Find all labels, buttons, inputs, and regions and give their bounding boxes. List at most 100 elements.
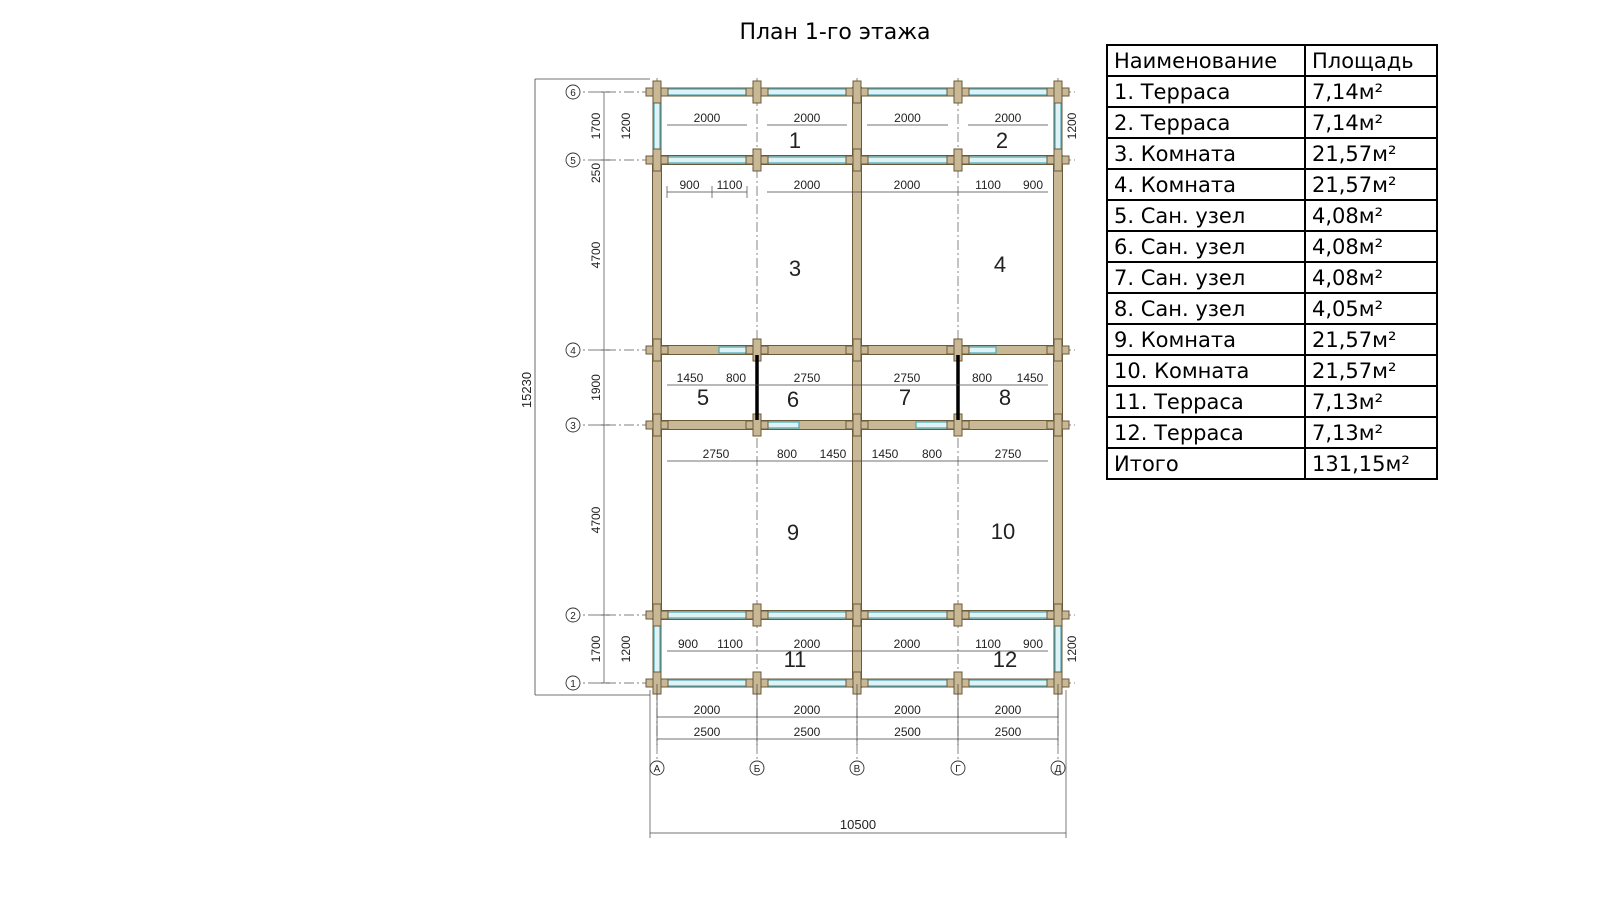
row-axis-label: 5 xyxy=(570,156,576,167)
dimension-label: 1450 xyxy=(872,447,899,461)
dimension-label: 1700 xyxy=(589,635,603,662)
column-axis-marker xyxy=(649,760,665,776)
post xyxy=(852,603,862,627)
room-name-cell: 7. Сан. узел xyxy=(1106,261,1306,294)
total-area: 131,15м² xyxy=(1304,447,1438,480)
room-name-cell: 1. Терраса xyxy=(1106,75,1306,108)
post xyxy=(953,148,963,172)
dimension-label: 1200 xyxy=(1065,635,1079,662)
window-opening xyxy=(1054,624,1062,674)
room-label: 2 xyxy=(996,128,1008,153)
window-opening xyxy=(653,101,661,151)
dimension-label: 2500 xyxy=(894,725,921,739)
post xyxy=(852,413,862,437)
dimension-label: 1100 xyxy=(717,178,743,192)
dimension-label: 1200 xyxy=(619,112,633,139)
dimension-label: 2750 xyxy=(794,371,821,385)
dimension-label: 1450 xyxy=(1017,371,1044,385)
dimension-label: 250 xyxy=(589,163,603,183)
dimension-label: 900 xyxy=(1023,178,1043,192)
dimension-label: 2000 xyxy=(894,703,921,717)
dimension-label: 800 xyxy=(922,447,942,461)
row-axis-marker xyxy=(565,152,581,168)
wall-segment xyxy=(652,155,662,620)
row-axis-marker xyxy=(565,417,581,433)
room-label: 10 xyxy=(991,519,1015,544)
room-label: 4 xyxy=(994,252,1006,277)
post xyxy=(652,603,662,627)
dimension-label: 800 xyxy=(777,447,797,461)
room-name-cell: 2. Терраса xyxy=(1106,106,1306,139)
dimension-label: 800 xyxy=(972,371,992,385)
dimension-label: 800 xyxy=(726,371,746,385)
window-opening xyxy=(866,611,949,619)
column-axis-marker xyxy=(1050,760,1066,776)
post xyxy=(1053,80,1063,104)
window-opening xyxy=(967,346,997,354)
dimension-label: 2000 xyxy=(794,637,821,651)
window-opening xyxy=(718,346,748,354)
dimension-label: 900 xyxy=(678,637,698,651)
window-opening xyxy=(666,156,748,164)
post xyxy=(652,413,662,437)
dimension-label: 2750 xyxy=(995,447,1022,461)
wall-segment xyxy=(852,87,862,688)
post xyxy=(852,338,862,362)
room-label: 6 xyxy=(787,387,799,412)
room-area-cell: 7,13м² xyxy=(1304,416,1438,449)
dimension-label: 1900 xyxy=(589,374,603,401)
dimension-label: 1100 xyxy=(975,178,1001,192)
room-area-cell: 21,57м² xyxy=(1304,168,1438,201)
dimension-label: 2500 xyxy=(694,725,721,739)
header-name: Наименование xyxy=(1106,44,1306,77)
dimension-label: 2000 xyxy=(894,178,921,192)
window-opening xyxy=(666,611,748,619)
room-name-cell: 6. Сан. узел xyxy=(1106,230,1306,263)
room-name-cell: 4. Комната xyxy=(1106,168,1306,201)
room-area-cell: 7,14м² xyxy=(1304,75,1438,108)
dimension-label: 2000 xyxy=(894,637,921,651)
window-opening xyxy=(866,679,949,687)
window-opening xyxy=(967,88,1049,96)
window-opening xyxy=(866,88,949,96)
row-axis-marker xyxy=(565,342,581,358)
overall-width-label: 10500 xyxy=(840,817,876,832)
dimension-label: 2750 xyxy=(703,447,730,461)
column-axis-label: Г xyxy=(955,764,961,775)
post xyxy=(752,80,762,104)
dimension-label: 1100 xyxy=(717,637,743,651)
table-header-row: Наименование Площадь xyxy=(1106,44,1438,77)
window-opening xyxy=(866,156,949,164)
column-axis-label: А xyxy=(654,764,661,775)
plan-title: План 1-го этажа xyxy=(739,20,931,45)
window-opening xyxy=(967,679,1049,687)
column-axis-marker xyxy=(849,760,865,776)
row-axis-marker xyxy=(565,607,581,623)
window-opening xyxy=(766,156,848,164)
dimension-label: 1200 xyxy=(619,635,633,662)
post xyxy=(1053,338,1063,362)
window-opening xyxy=(666,679,748,687)
window-opening xyxy=(967,611,1049,619)
row-axis-label: 1 xyxy=(570,679,576,690)
dimension-label: 1450 xyxy=(820,447,847,461)
dimension-label: 2000 xyxy=(794,178,821,192)
room-name-cell: 11. Терраса xyxy=(1106,385,1306,418)
post xyxy=(852,80,862,104)
room-area-cell: 4,05м² xyxy=(1304,292,1438,325)
dimension-label: 2000 xyxy=(694,111,721,125)
overall-height-label: 15230 xyxy=(519,372,534,408)
dimension-label: 1700 xyxy=(589,112,603,139)
post xyxy=(652,148,662,172)
dimension-label: 1100 xyxy=(975,637,1001,651)
post xyxy=(1053,413,1063,437)
